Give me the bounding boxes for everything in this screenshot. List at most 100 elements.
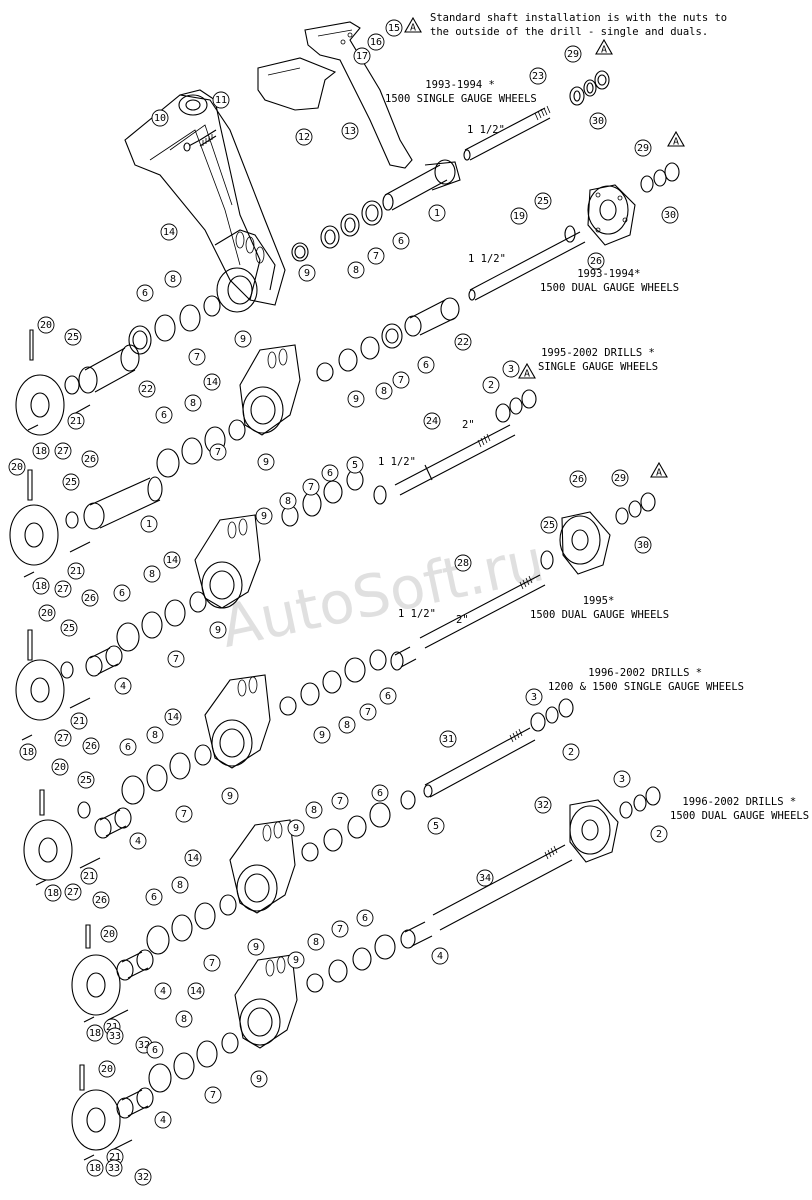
callout-circle — [54, 442, 72, 460]
callout-9: 9 — [255, 507, 273, 525]
callout-number: 9 — [353, 394, 359, 405]
callout-circle — [346, 456, 364, 474]
callout-25: 25 — [540, 516, 558, 534]
dimension-label: 1 1/2" — [467, 124, 505, 136]
callout-circle — [114, 677, 132, 695]
callout-6: 6 — [379, 687, 397, 705]
callout-circle — [525, 688, 543, 706]
callout-number: 9 — [293, 823, 299, 834]
callout-number: 6 — [152, 1045, 158, 1056]
callout-20: 20 — [37, 316, 55, 334]
callout-circle — [321, 464, 339, 482]
callout-25: 25 — [62, 473, 80, 491]
callout-number: 3 — [508, 364, 514, 375]
callout-number: 6 — [119, 588, 125, 599]
callout-number: 33 — [108, 1163, 120, 1174]
callout-3: 3 — [525, 688, 543, 706]
callout-9: 9 — [221, 787, 239, 805]
callout-circle — [19, 743, 37, 761]
callout-8: 8 — [171, 876, 189, 894]
warning-triangle-icon: A — [650, 461, 668, 479]
callout-circle — [510, 207, 528, 225]
callout-number: 15 — [388, 23, 400, 34]
callout-9: 9 — [247, 938, 265, 956]
callout-15: 15 — [385, 19, 403, 37]
shaft-23 — [463, 70, 610, 161]
callout-circle — [38, 604, 56, 622]
callout-circle — [105, 1159, 123, 1177]
callout-number: 8 — [190, 398, 196, 409]
callout-number: 25 — [543, 520, 555, 531]
callout-circle — [167, 650, 185, 668]
callout-number: 7 — [365, 707, 371, 718]
callout-number: 21 — [106, 1022, 118, 1033]
section-label-s4-line2: 1500 DUAL GAUGE WHEELS — [530, 609, 669, 621]
callout-2: 2 — [562, 743, 580, 761]
callout-number: 9 — [304, 268, 310, 279]
warning-triangle-icon: A — [667, 130, 685, 148]
callout-number: 21 — [73, 716, 85, 727]
callout-10: 10 — [151, 109, 169, 127]
callout-circle — [307, 933, 325, 951]
callout-number: 34 — [479, 873, 491, 884]
shafts-lower — [373, 389, 661, 949]
callout-23: 23 — [529, 67, 547, 85]
callout-number: 4 — [135, 836, 141, 847]
callout-4: 4 — [431, 947, 449, 965]
callout-number: 1 — [146, 519, 152, 530]
warning-symbol: A — [524, 369, 530, 380]
callout-27: 27 — [54, 442, 72, 460]
callout-number: 2 — [568, 747, 574, 758]
callout-14: 14 — [187, 982, 205, 1000]
callout-circle — [302, 478, 320, 496]
callout-33: 33 — [106, 1027, 124, 1045]
callout-8: 8 — [164, 270, 182, 288]
callout-number: 18 — [47, 888, 59, 899]
callout-number: 7 — [215, 447, 221, 458]
callout-9: 9 — [234, 330, 252, 348]
callout-circle — [564, 45, 582, 63]
callout-28: 28 — [454, 554, 472, 572]
callout-number: 31 — [442, 734, 454, 745]
callout-circle — [129, 832, 147, 850]
callout-circle — [502, 360, 520, 378]
callout-30: 30 — [634, 536, 652, 554]
callout-26: 26 — [587, 252, 605, 270]
callout-26: 26 — [81, 589, 99, 607]
callout-number: 9 — [263, 457, 269, 468]
callout-9: 9 — [287, 951, 305, 969]
callout-circle — [540, 516, 558, 534]
callout-8: 8 — [146, 726, 164, 744]
callout-number: 29 — [614, 473, 626, 484]
callout-circle — [257, 453, 275, 471]
callout-number: 8 — [311, 805, 317, 816]
callout-number: 20 — [41, 608, 53, 619]
callout-circle — [134, 1168, 152, 1186]
dimension-label: 1 1/2" — [468, 253, 506, 265]
shaft-19-hub-26 — [468, 162, 680, 301]
callout-circle — [145, 888, 163, 906]
callout-circle — [184, 394, 202, 412]
callout-number: 8 — [177, 880, 183, 891]
callout-7: 7 — [359, 703, 377, 721]
callout-26: 26 — [81, 450, 99, 468]
callout-8: 8 — [375, 382, 393, 400]
callout-number: 25 — [65, 477, 77, 488]
callout-circle — [203, 373, 221, 391]
callout-circle — [569, 470, 587, 488]
callout-6: 6 — [392, 232, 410, 250]
callout-circle — [439, 730, 457, 748]
callout-6: 6 — [321, 464, 339, 482]
callout-circle — [175, 1010, 193, 1028]
callout-number: 25 — [67, 332, 79, 343]
callout-27: 27 — [54, 580, 72, 598]
callout-29: 29 — [634, 139, 652, 157]
callout-13: 13 — [341, 122, 359, 140]
callout-6: 6 — [356, 909, 374, 927]
callout-18: 18 — [32, 577, 50, 595]
section-label-s6-line2: 1500 DUAL GAUGE WHEELS — [670, 810, 809, 822]
callout-32: 32 — [534, 796, 552, 814]
header-note-line1: Standard shaft installation is with the … — [430, 12, 727, 24]
callout-number: 21 — [70, 416, 82, 427]
